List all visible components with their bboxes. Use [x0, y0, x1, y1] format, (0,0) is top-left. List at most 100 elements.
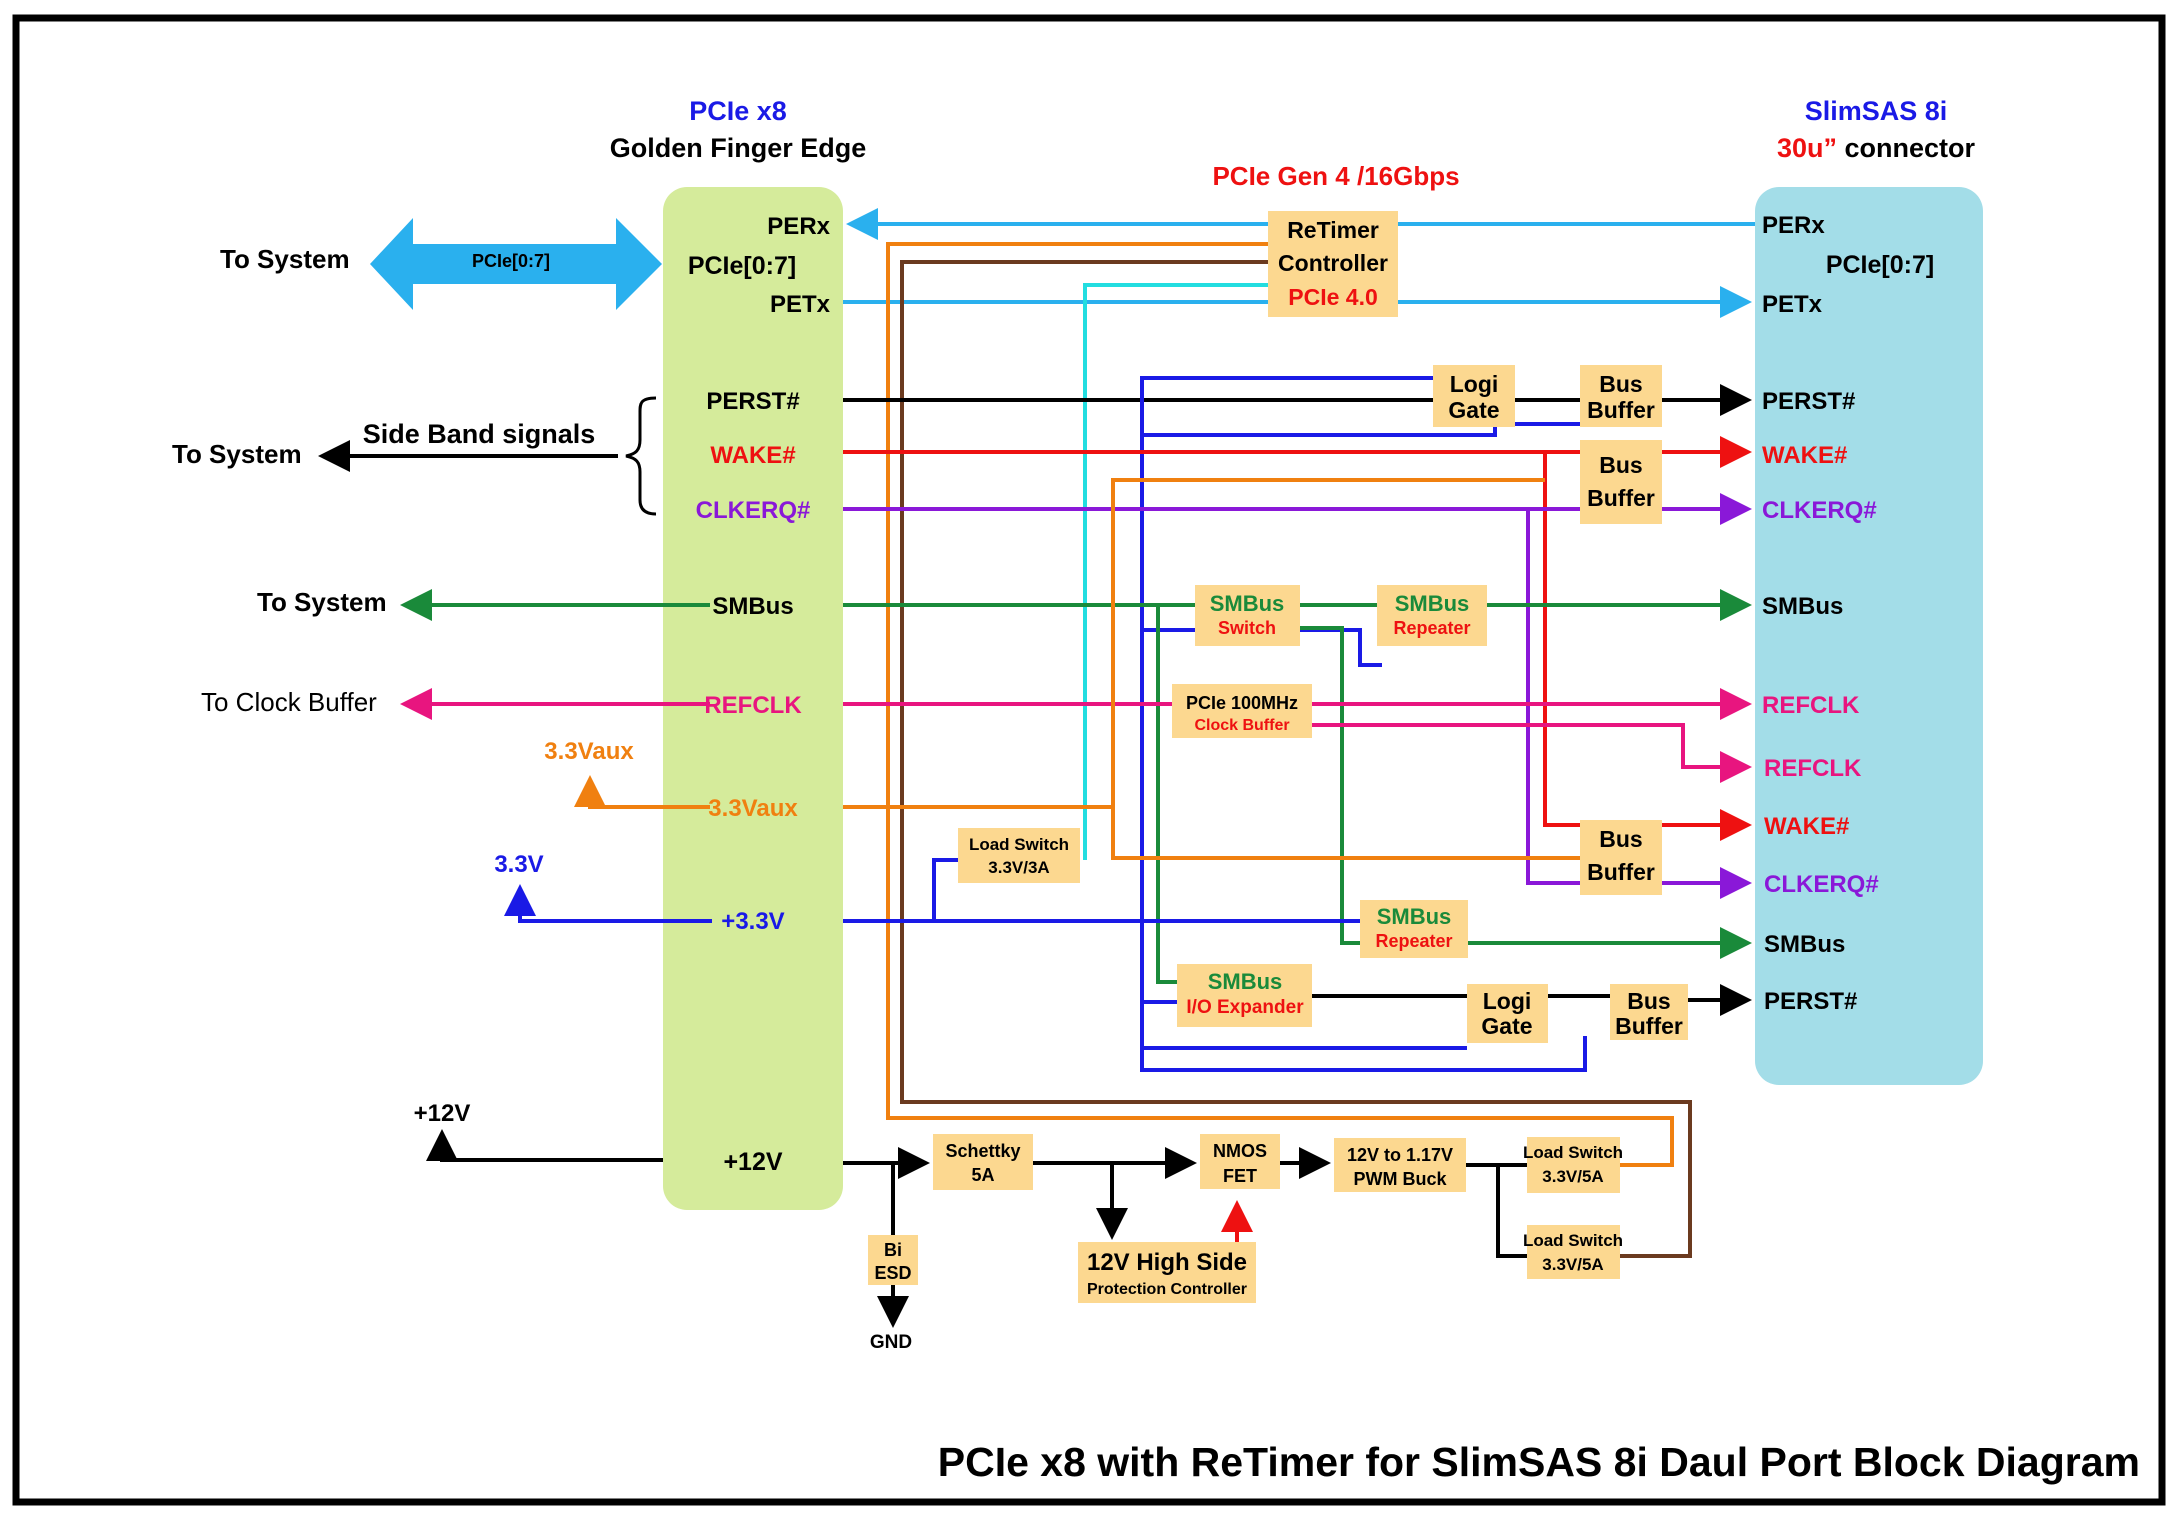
logic-gate-2-block [1467, 984, 1548, 1043]
v12-rail-wire [426, 1129, 663, 1162]
pcie-bus-double-arrow [370, 218, 662, 310]
left-pin-clkreq: CLKERQ# [696, 497, 811, 524]
bus-buffer-1-block [1580, 365, 1662, 427]
right-pin-refclk-2: REFCLK [1764, 755, 1862, 782]
retimer-label-1: ReTimer [1287, 217, 1379, 243]
slimsas-header-line1: SlimSAS 8i [1805, 96, 1948, 126]
smbus-io-expander-label-2: I/O Expander [1186, 997, 1304, 1018]
schottky-label-2: 5A [971, 1165, 994, 1185]
pcie-arrow-label: PCIe[0:7] [472, 251, 550, 271]
bi-esd-label-2: ESD [874, 1263, 911, 1283]
smbus-switch-label-2: Switch [1218, 618, 1276, 638]
v33-rail-wire [504, 884, 712, 923]
load-switch-5a-2-label-2: 3.3V/5A [1542, 1255, 1603, 1274]
vaux-supply-wire-2 [1111, 807, 1580, 860]
load-switch-5a-2-label-1: Load Switch [1523, 1231, 1623, 1250]
load-switch-33-label-2: 3.3V/3A [988, 858, 1049, 877]
right-pin-clkreq-2: CLKERQ# [1764, 871, 1879, 898]
smbus-repeater-1-block [1377, 585, 1487, 646]
clock-buffer-label-1: PCIe 100MHz [1186, 693, 1298, 713]
logic-gate-2-label-1: Logi [1483, 988, 1532, 1014]
vaux-supply-wire-1 [843, 478, 1545, 809]
slimsas-header-line2: 30u” connector [1777, 133, 1976, 163]
retimer-label-2: Controller [1278, 250, 1388, 276]
diagram-frame [12, 14, 2166, 1506]
bus-buffer-2-label-1: Bus [1599, 452, 1642, 478]
orange-supply-wire [886, 242, 1674, 1167]
load-switch-5a-1-label-1: Load Switch [1523, 1143, 1623, 1162]
load-switch-33-label-1: Load Switch [969, 835, 1069, 854]
load-switch-5a-1-label-2: 3.3V/5A [1542, 1167, 1603, 1186]
bus-buffer-2-label-2: Buffer [1587, 485, 1655, 511]
logic-gate-1-label-1: Logi [1450, 371, 1499, 397]
to-system-smbus-label: To System [257, 587, 387, 617]
left-pin-perx: PERx [767, 213, 830, 240]
to-clock-buffer-label: To Clock Buffer [201, 687, 377, 717]
bus-buffer-1-label-2: Buffer [1587, 397, 1655, 423]
bus-buffer-1-label-1: Bus [1599, 371, 1642, 397]
bus-buffer-2-block [1580, 440, 1662, 524]
nmos-fet-label-1: NMOS [1213, 1141, 1267, 1161]
right-pin-perst-2: PERST# [1764, 988, 1857, 1015]
vaux-rail-label: 3.3Vaux [544, 738, 634, 765]
v33-load-switch-wire [932, 858, 958, 921]
bi-esd-block [868, 1235, 918, 1285]
high-side-label-1: 12V High Side [1087, 1249, 1247, 1276]
slimsas-header-30u: 30u” [1777, 133, 1837, 163]
bus-buffer-3-label-1: Bus [1599, 826, 1642, 852]
bi-esd-label-1: Bi [884, 1240, 902, 1260]
pwm-buck-label-1: 12V to 1.17V [1347, 1145, 1453, 1165]
clock-buffer-label-2: Clock Buffer [1194, 717, 1289, 734]
smbus-repeater-2-label-2: Repeater [1375, 931, 1452, 951]
high-side-label-2: Protection Controller [1087, 1281, 1247, 1298]
schottky-label-1: Schettky [945, 1141, 1020, 1161]
pwm-buck-block [1334, 1138, 1466, 1192]
right-pin-clkreq-1: CLKERQ# [1762, 497, 1877, 524]
smbus-repeater-2-label-1: SMBus [1377, 904, 1452, 929]
right-pin-wake-1: WAKE# [1762, 442, 1847, 469]
load-switch-33-block [958, 828, 1080, 883]
retimer-label-3: PCIe 4.0 [1288, 284, 1378, 310]
finger-header-line2: Golden Finger Edge [610, 133, 867, 163]
clkreq-wire-2 [1526, 509, 1752, 899]
side-band-label: Side Band signals [363, 419, 596, 449]
buck-to-load-switch-2 [1496, 1165, 1527, 1258]
smbus-repeater2-feed [1300, 626, 1360, 945]
vaux-rail-wire [574, 775, 710, 809]
schottky-block [933, 1134, 1033, 1190]
smbus-expander-wire [1156, 605, 1177, 984]
right-pin-smbus-2: SMBus [1764, 931, 1845, 958]
left-pin-refclk: REFCLK [704, 692, 802, 719]
blue-control-bus [1140, 376, 1587, 1072]
left-pin-pcie-bus: PCIe[0:7] [688, 252, 796, 280]
right-pin-pcie-bus: PCIe[0:7] [1826, 251, 1934, 279]
retimer-controller-block [1268, 211, 1398, 317]
right-pin-wake-2: WAKE# [1764, 813, 1849, 840]
left-pin-wake: WAKE# [710, 442, 795, 469]
cyan-retimer-supply-wire [1083, 283, 1268, 860]
v12-rail-label: +12V [414, 1100, 471, 1127]
right-pin-perx: PERx [1762, 212, 1825, 239]
left-pin-v12: +12V [723, 1148, 782, 1176]
logic-gate-1-label-2: Gate [1448, 397, 1499, 423]
left-pin-perst: PERST# [706, 388, 799, 415]
clock-buffer-block [1172, 684, 1312, 738]
smbus-repeater-1-label-1: SMBus [1395, 591, 1470, 616]
smbus-io-expander-label-1: SMBus [1208, 969, 1283, 994]
bus-buffer-4-label-1: Bus [1627, 988, 1670, 1014]
to-system-pcie-label: To System [220, 244, 350, 274]
finger-header-line1: PCIe x8 [689, 96, 787, 126]
pwm-buck-label-2: PWM Buck [1353, 1169, 1447, 1189]
logic-gate-1-block [1433, 365, 1515, 427]
nmos-fet-block [1200, 1134, 1280, 1189]
load-switch-5a-2-block [1527, 1225, 1620, 1279]
slimsas-connector-box [1755, 187, 1983, 1085]
pcie-gen-header: PCIe Gen 4 /16Gbps [1212, 161, 1459, 191]
refclk-wire-2 [1312, 723, 1752, 783]
smbus-switch-label-1: SMBus [1210, 591, 1285, 616]
bus-buffer-4-label-2: Buffer [1615, 1013, 1683, 1039]
gnd-label: GND [870, 1332, 912, 1353]
left-pin-v33: +3.3V [721, 908, 784, 935]
right-pin-smbus-1: SMBus [1762, 593, 1843, 620]
